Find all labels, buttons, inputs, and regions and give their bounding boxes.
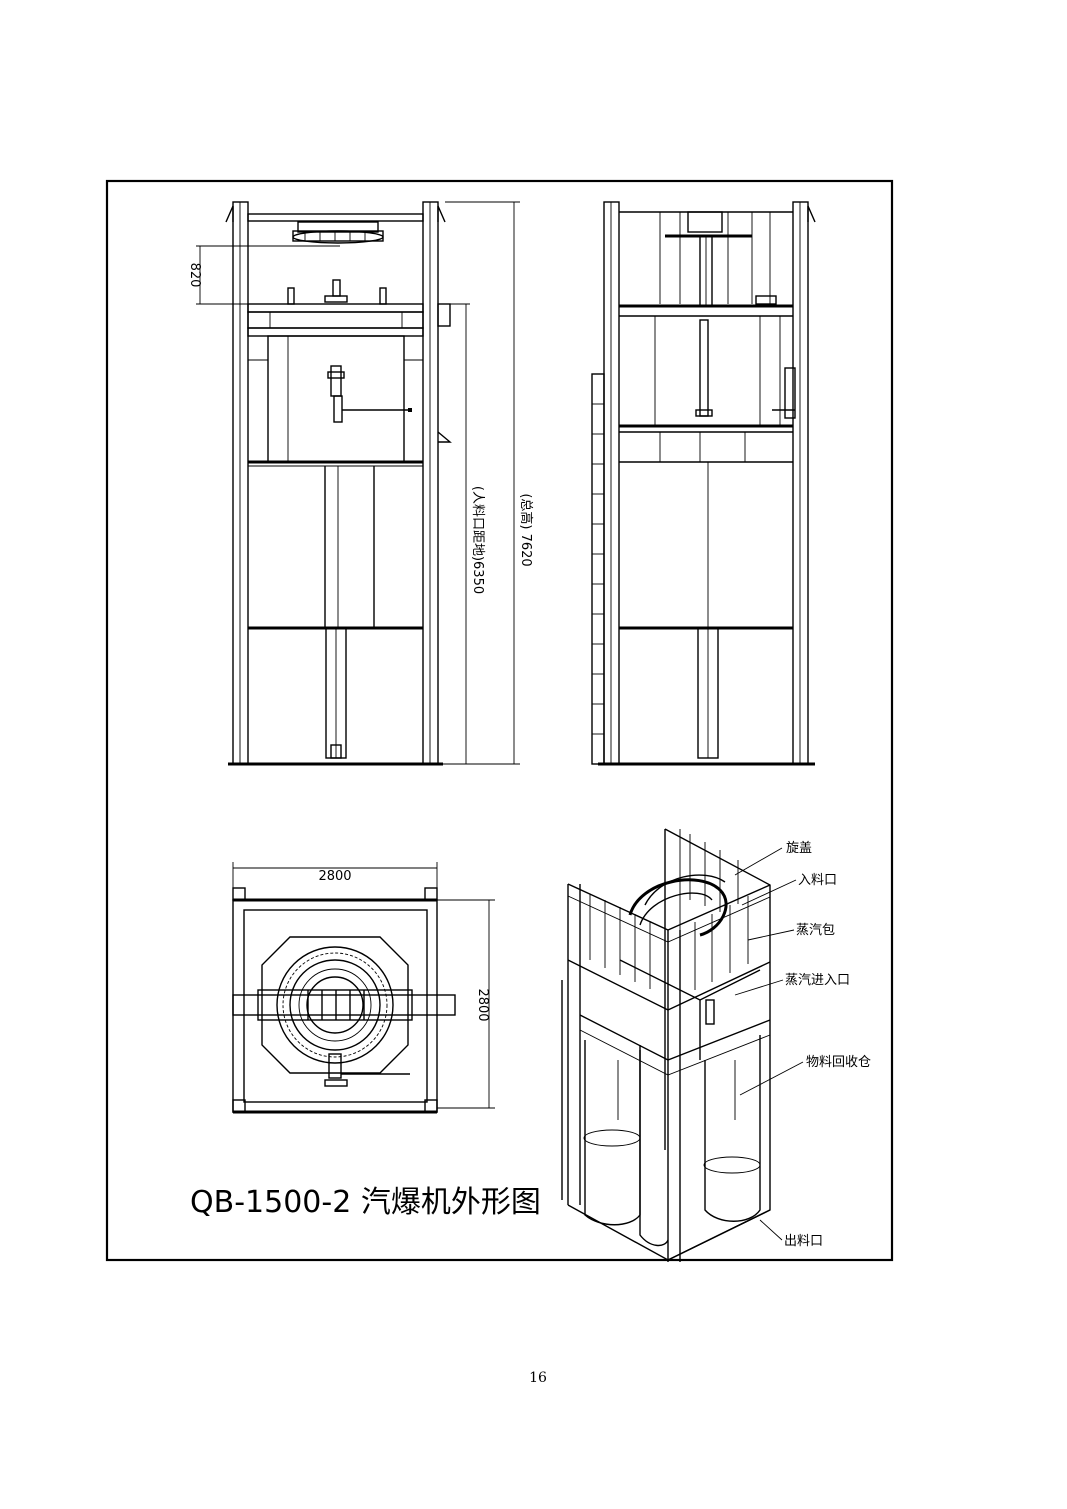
dim-820: 820 — [187, 263, 202, 288]
callout-steam-inlet: 蒸汽进入口 — [785, 973, 850, 988]
callout-rotary-cover: 旋盖 — [786, 841, 812, 856]
figure-title: QB-1500-2 汽爆机外形图 — [190, 1185, 541, 1220]
callout-discharge-outlet: 出料口 — [784, 1234, 823, 1249]
dim-6350: (人料口距地)6350 — [470, 486, 485, 594]
dim-plan-width: 2800 — [318, 869, 351, 884]
drawing-border — [105, 179, 894, 1262]
page-number: 16 — [529, 1370, 547, 1386]
plan-view: 2800 2800 — [232, 862, 495, 1114]
callout-steam-drum: 蒸汽包 — [796, 923, 835, 938]
callouts: 旋盖 入料口 蒸汽包 蒸汽进入口 物料回收仓 出料口 — [734, 841, 871, 1249]
dim-7620: (总高) 7620 — [518, 493, 534, 566]
side-elevation-view — [591, 201, 816, 766]
dim-plan-depth: 2800 — [475, 988, 490, 1021]
isometric-view — [561, 828, 771, 1262]
callout-material-recovery-bin: 物料回收仓 — [806, 1055, 871, 1070]
callout-feed-inlet: 入料口 — [798, 873, 837, 888]
front-elevation-view: 820 — [187, 201, 534, 766]
